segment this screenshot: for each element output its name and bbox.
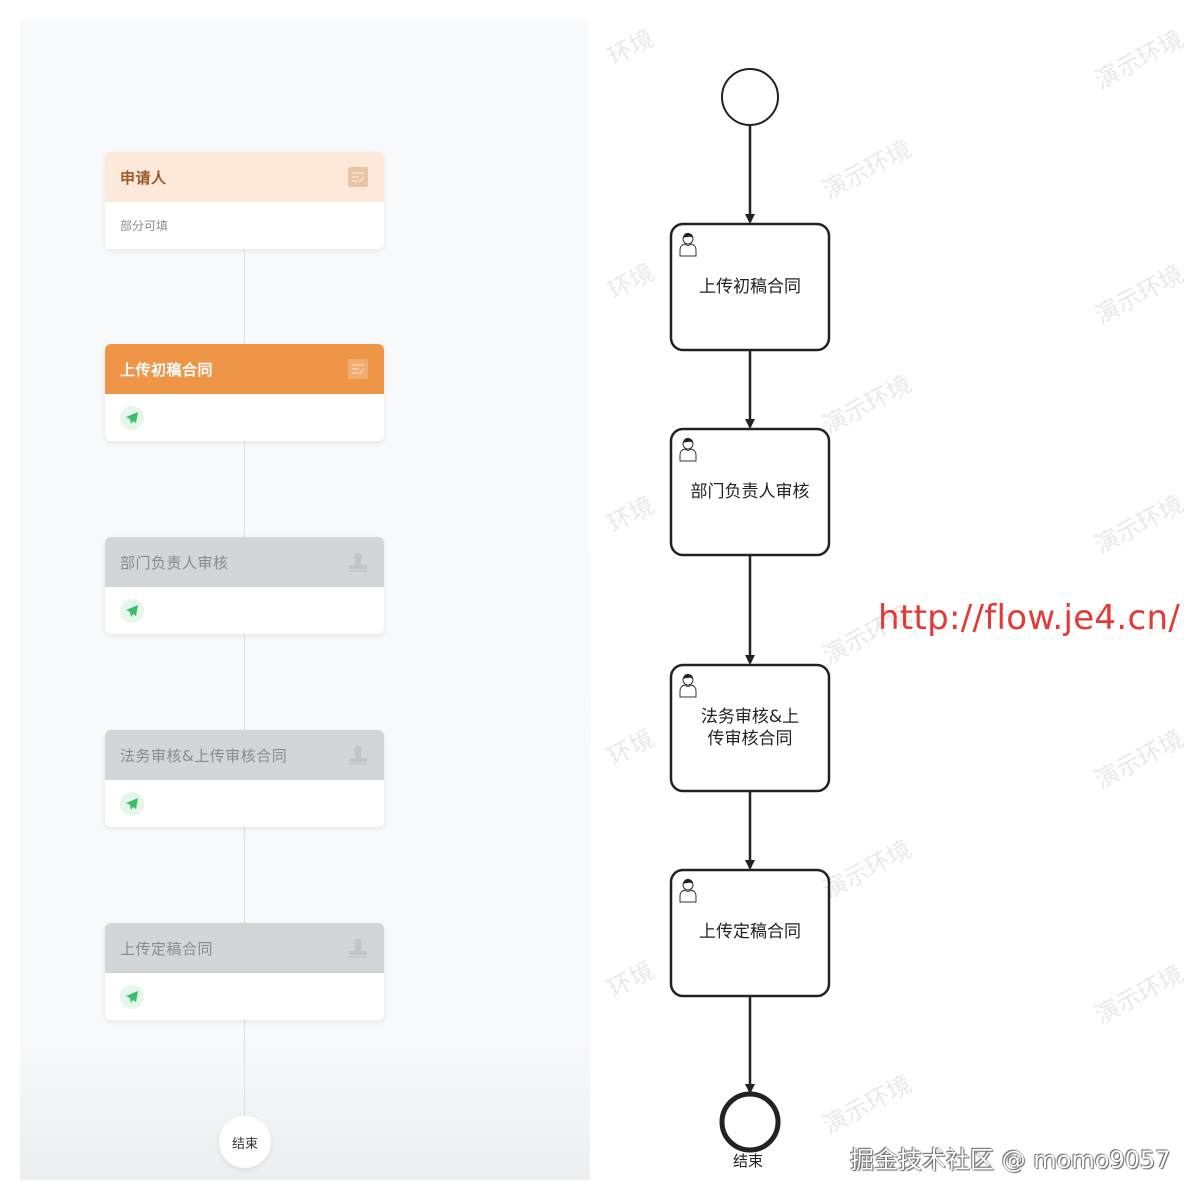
node-body [105,394,384,441]
node-title: 上传定稿合同 [120,939,214,958]
flow-node-upload-draft[interactable]: 上传初稿合同 [105,344,384,441]
node-body [105,973,384,1020]
stamp-icon [347,744,369,766]
task-label: 部门负责人审核 [690,482,810,502]
end-node: 结束 [219,1116,271,1168]
send-icon [120,984,144,1009]
credit-watermark: 掘金技术社区 @ momo9057 [850,1146,1171,1174]
send-icon [120,598,144,623]
task-label: 上传初稿合同 [699,277,801,297]
node-header: 上传初稿合同 [105,344,384,394]
form-edit-icon [347,358,369,380]
end-event-label: 结束 [733,1152,764,1170]
node-body: 部分可填 [105,202,384,249]
task-label: 上传定稿合同 [699,922,801,942]
node-header: 上传定稿合同 [105,923,384,973]
flow-node-dept-review[interactable]: 部门负责人审核 [105,537,384,634]
send-icon [120,405,144,430]
node-body [105,780,384,827]
node-header: 法务审核&上传审核合同 [105,730,384,780]
node-title: 法务审核&上传审核合同 [120,746,288,765]
flow-node-legal-review[interactable]: 法务审核&上传审核合同 [105,730,384,827]
bpmn-diagram [669,68,831,1153]
stamp-icon [347,937,369,959]
node-title: 申请人 [120,168,167,187]
stamp-icon [347,551,369,573]
timeline-connector [244,250,245,1125]
node-title: 部门负责人审核 [120,553,229,572]
end-label: 结束 [231,1136,258,1152]
node-body [105,587,384,634]
task-label: 法务审核&上 [700,707,800,727]
flow-node-applicant[interactable]: 申请人 部分可填 [105,152,384,249]
node-header: 部门负责人审核 [105,537,384,587]
url-overlay: http://flow.je4.cn/ [878,598,1181,638]
task-label: 传审核合同 [707,729,793,749]
flow-node-upload-final[interactable]: 上传定稿合同 [105,923,384,1020]
node-subtitle: 部分可填 [120,219,169,233]
form-edit-icon [347,166,369,188]
send-icon [120,791,144,816]
node-header: 申请人 [105,152,384,202]
node-title: 上传初稿合同 [120,360,214,379]
